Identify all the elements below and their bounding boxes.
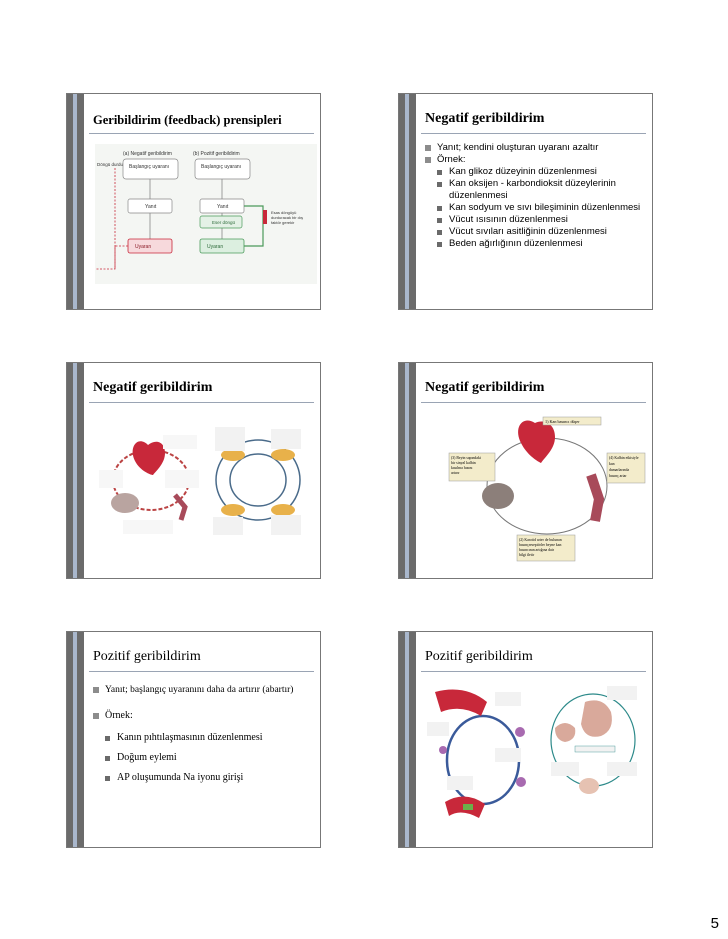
cycle-label-2: (2) Karotid arter de bulunan basınçresep… (519, 538, 563, 557)
label-pos: (b) Pozitif geribildirim (193, 151, 240, 157)
title-rule (421, 671, 646, 672)
slide-title: Negatif geribildirim (425, 111, 545, 126)
sub-bullet-item: Kan sodyum ve sıvı bileşiminin düzenlenm… (437, 202, 646, 214)
sub-bullet-item: Kanın pıhtılaşmasının düzenlenmesi (105, 728, 314, 748)
sub-bullet-item: Vücut ısısının düzenlenmesi (437, 214, 646, 226)
sub-bullet-item: Kan oksijen - karbondioksit düzeylerinin… (437, 178, 646, 202)
slide-title: Pozitif geribildirim (425, 649, 533, 664)
slide-title: Negatif geribildirim (93, 380, 213, 395)
label-loop-stop: Döngü durdurulur (97, 162, 133, 167)
label-neg: (a) Negatif geribildirim (123, 151, 172, 157)
slide-sidebar (399, 632, 416, 847)
slide-sidebar (399, 94, 416, 309)
label-resp1: Yanıt (145, 204, 157, 210)
title-rule (89, 402, 314, 403)
slide-sidebar (67, 363, 84, 578)
sub-bullet-item: Doğum eylemi (105, 748, 314, 768)
slide-title: Pozitif geribildirim (93, 649, 201, 664)
positive-feedback-figure (427, 686, 637, 818)
label-note: Esas döngüyü durduracak bir dış faktör g… (271, 210, 304, 225)
cycle-label-4: (4) Kalbin etkisiyle kan damarlarında ba… (609, 456, 639, 478)
slide-sidebar (399, 363, 416, 578)
label-start1: Başlangıç uyaranı (129, 164, 169, 170)
sub-bullet-item: Kan glikoz düzeyinin düzenlenmesi (437, 166, 646, 178)
bullet-item: Örnek: (93, 706, 314, 726)
bullet-item: Örnek: (425, 154, 646, 166)
slide-sidebar (67, 632, 84, 847)
slide-3: Negatif geribildirim (66, 362, 321, 579)
slide-sidebar (67, 94, 84, 309)
blood-pressure-cycle: 1) Kan basıncı düşer (3) Beyin sapındaki… (448, 416, 646, 562)
label-stim-down: Uyaran (135, 244, 151, 250)
sub-bullet-item: AP oluşumunda Na iyonu girişi (105, 768, 314, 788)
sub-bullet-item: Beden ağırlığının düzenlenmesi (437, 238, 646, 250)
title-rule (421, 402, 646, 403)
bullet-item: Yanıt; başlangıç uyaranını daha da artır… (93, 680, 314, 700)
slide-1: Geribildirim (feedback) prensipleri (a) … (66, 93, 321, 310)
slide-6: Pozitif geribildirim (398, 631, 653, 848)
feedback-diagram: (a) Negatif geribildirim (b) Pozitif ger… (95, 144, 317, 284)
slide-2: Negatif geribildirim Yanıt; kendini oluş… (398, 93, 653, 310)
title-rule (89, 671, 314, 672)
label-stim-up: Uyaran (207, 244, 223, 250)
page-number: 5 (710, 915, 719, 932)
sub-bullet-item: Vücut sıvıları asitliğinin düzenlenmesi (437, 226, 646, 238)
negative-feedback-figure (99, 427, 301, 535)
title-rule (421, 133, 646, 134)
slide-title: Negatif geribildirim (425, 380, 545, 395)
title-rule (89, 133, 314, 134)
cycle-label-3: (3) Beyin sapındaki bir sinyal kalbin ka… (451, 456, 482, 475)
slide-content: Yanıt; kendini oluşturan uyaranı azaltır… (425, 142, 646, 303)
bullet-item: Yanıt; kendini oluşturan uyaranı azaltır (425, 142, 646, 154)
label-resp2: Yanıt (217, 204, 229, 210)
label-loop: Eser döngü (212, 220, 236, 225)
slide-5: Pozitif geribildirim Yanıt; başlangıç uy… (66, 631, 321, 848)
cycle-label-1: 1) Kan basıncı düşer (545, 419, 580, 424)
label-start2: Başlangıç uyaranı (201, 164, 241, 170)
slide-title: Geribildirim (feedback) prensipleri (93, 113, 282, 127)
slide-4: Negatif geribildirim 1) Kan basıncı düşe… (398, 362, 653, 579)
slide-content: Yanıt; başlangıç uyaranını daha da artır… (93, 680, 314, 841)
